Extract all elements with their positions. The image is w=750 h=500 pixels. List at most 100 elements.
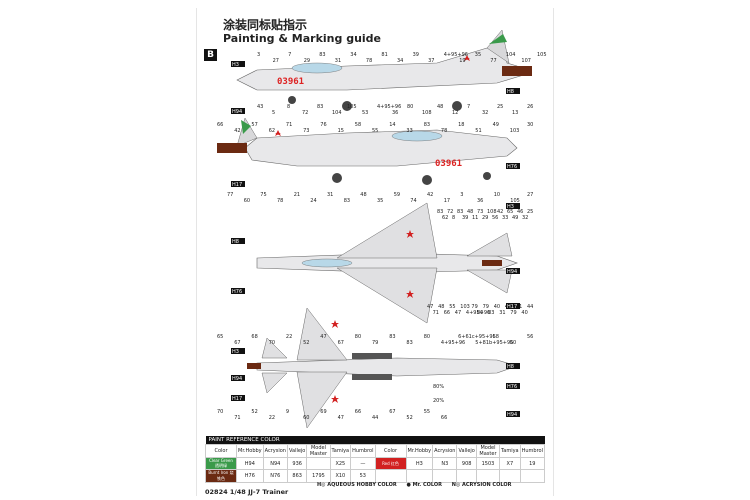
callout-number: 73 [477, 209, 483, 215]
callout-number: 5 [272, 110, 275, 116]
callout-number: 31 [499, 310, 505, 316]
table-cell [405, 469, 434, 483]
paint-ref-label: H3 [231, 61, 245, 68]
callout-number: 79 [510, 310, 516, 316]
svg-text:H17: H17 [232, 182, 242, 188]
callout-number: 80 [424, 334, 430, 340]
svg-text:H8: H8 [507, 89, 514, 95]
callout-number: 74 [410, 198, 416, 204]
section-marker: B [204, 49, 217, 61]
callout-number: 104 [332, 110, 342, 116]
table-cell: 1503 [475, 457, 501, 470]
callout-number: 42 [497, 209, 503, 215]
callout-number: 17 [444, 198, 450, 204]
callout-number: 103 [460, 304, 470, 310]
callout-number: 58 [493, 334, 499, 340]
table-cell: 53 [350, 469, 376, 483]
paint-ref-label: H94 [231, 108, 245, 115]
svg-text:H17: H17 [232, 396, 242, 402]
callout-number: 29 [482, 215, 488, 221]
serial-left: 03961 [435, 159, 462, 169]
callout-number: 33 [406, 128, 412, 134]
callout-number: 78 [366, 58, 372, 64]
callout-number: 81 [381, 52, 387, 58]
paint-ref-label: H8 [231, 238, 245, 245]
col-header: Color [374, 444, 407, 458]
callout-number: 58 [355, 122, 361, 128]
note-aqueous: H◎ AQUEOUS HOBBY COLOR [317, 482, 397, 488]
product-code: 02824 1/48 JJ-7 Trainer [205, 488, 289, 496]
col-header: Model Master [306, 444, 331, 458]
callout-number: 67 [389, 409, 395, 415]
callout-number: 35 [377, 198, 383, 204]
table-cell: H94 [236, 457, 264, 470]
callout-number: 42 [427, 192, 433, 198]
paint-ref-label: H8 [506, 88, 520, 95]
title-english: Painting & Marking guide [223, 32, 382, 45]
svg-text:H17: H17 [507, 304, 517, 310]
callout-number: 15 [338, 128, 344, 134]
callout-number: 36 [392, 110, 398, 116]
callout-number: 33 [502, 215, 508, 221]
callout-number: 25 [497, 104, 503, 110]
callout-number: 12 [452, 110, 458, 116]
callout-number: 47 [338, 415, 344, 421]
col-header: Humbrol [350, 444, 376, 458]
instruction-page: 涂装同标贴指示 Painting & Marking guide B 03961… [196, 8, 554, 496]
paint-ref-label: H76 [231, 288, 245, 295]
callout-number: 66 [217, 122, 223, 128]
col-header: Acrysion [432, 444, 458, 458]
title-chinese: 涂装同标贴指示 [223, 18, 308, 32]
callout-number: 43 [257, 104, 263, 110]
callout-number: 66 [444, 310, 450, 316]
top-view [256, 202, 518, 324]
bottom-view [247, 307, 518, 429]
callout-number: 49 [512, 215, 518, 221]
callout-number: 53 [362, 110, 368, 116]
callout-number: 27 [527, 192, 533, 198]
callout-number: 60 [244, 198, 250, 204]
callout-number: 79 [372, 340, 378, 346]
paint-ref-label: H94 [506, 268, 520, 275]
col-header: Tamiya [329, 444, 352, 458]
callout-number: 66 [355, 409, 361, 415]
table-cell [519, 469, 546, 483]
callout-number: 48 [467, 209, 473, 215]
callout-number: 52 [251, 409, 257, 415]
col-header: Humbrol [519, 444, 546, 458]
callout-number: 34 [350, 52, 356, 58]
color-swatch: Clear Green 透明绿 [205, 457, 237, 470]
paint-table-header: PAINT REFERENCE COLOR [205, 436, 545, 445]
callout-number: 7 [288, 52, 291, 58]
callout-number: 67 [338, 340, 344, 346]
callout-number: 105 [537, 52, 547, 58]
callout-number: 104 [506, 52, 516, 58]
callout-number: 46 [517, 209, 523, 215]
callout-number: 78 [441, 128, 447, 134]
callout-number: 48 [437, 104, 443, 110]
callout-number: 18 [458, 122, 464, 128]
callout-number: 47 [320, 334, 326, 340]
color-swatch: Burnt Iron 烧铁色 [205, 469, 237, 483]
callout-number: 47 [427, 304, 433, 310]
legend-notes: H◎ AQUEOUS HOBBY COLOR ● Mr. COLOR N◎ AC… [317, 482, 519, 488]
percent-label: 20% [433, 398, 444, 404]
paint-ref-label: H3 [231, 348, 245, 355]
callout-number: 57 [251, 122, 257, 128]
callout-number: 78 [277, 198, 283, 204]
callout-number: 30 [527, 122, 533, 128]
callout-number: 22 [286, 334, 292, 340]
callout-number: 77 [227, 192, 233, 198]
table-cell: X7 [499, 457, 521, 470]
callout-number: 75 [260, 192, 266, 198]
callout-number: 55 [424, 409, 430, 415]
table-cell: N3 [432, 457, 458, 470]
callout-number: 68 [251, 334, 257, 340]
callout-number: 8 [287, 104, 290, 110]
callout-number: 62 [269, 128, 275, 134]
col-header: Vallejo [456, 444, 477, 458]
callout-number: 80 [407, 104, 413, 110]
svg-text:H94: H94 [507, 412, 517, 418]
table-cell [499, 469, 521, 483]
paint-ref-label: H76 [506, 383, 520, 390]
